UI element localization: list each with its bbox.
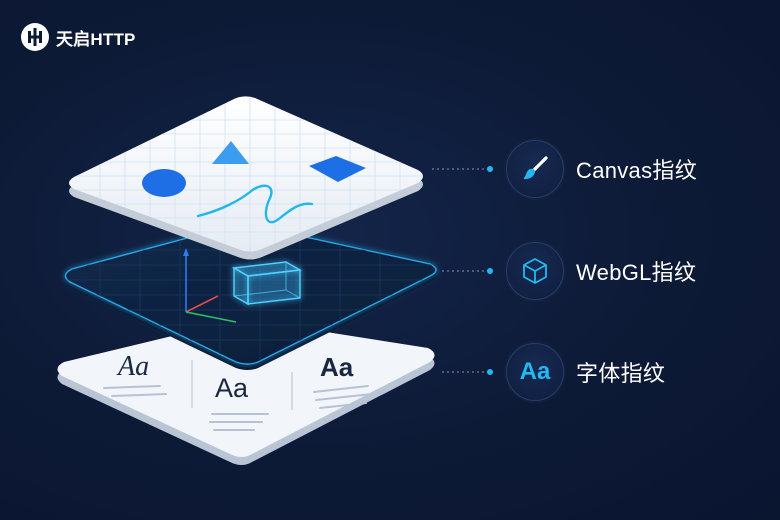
feature-font-icon-badge: Aa	[506, 343, 564, 401]
brand-name: 天启HTTP	[56, 29, 136, 49]
feature-font-label: 字体指纹	[576, 361, 666, 386]
tianqi-logo-icon	[21, 23, 49, 51]
font-aa-icon: Aa	[519, 358, 551, 385]
cube-icon	[523, 258, 547, 284]
feature-canvas: Canvas指纹	[506, 140, 697, 198]
feature-webgl-label: WebGL指纹	[576, 260, 697, 285]
font-sample-bold: Aa	[320, 352, 354, 382]
font-sample-sans: Aa	[215, 373, 249, 403]
feature-webgl: WebGL指纹	[506, 242, 696, 300]
font-sample-serif: Aa	[116, 351, 149, 382]
canvas-layer	[69, 96, 423, 260]
feature-canvas-label: Canvas指纹	[576, 158, 697, 183]
canvas-circle-shape	[142, 169, 186, 197]
feature-webgl-icon-badge	[506, 242, 564, 300]
font-layer: Aa Aa Aa	[57, 319, 435, 465]
canvas-squiggle-path	[196, 184, 314, 224]
paintbrush-icon	[523, 156, 548, 180]
feature-canvas-icon-badge	[506, 140, 564, 198]
canvas-triangle-shape	[212, 141, 249, 164]
feature-font: Aa 字体指纹	[506, 343, 665, 401]
canvas-square-shape	[309, 156, 366, 182]
brand-logo: 天启HTTP	[20, 22, 136, 52]
